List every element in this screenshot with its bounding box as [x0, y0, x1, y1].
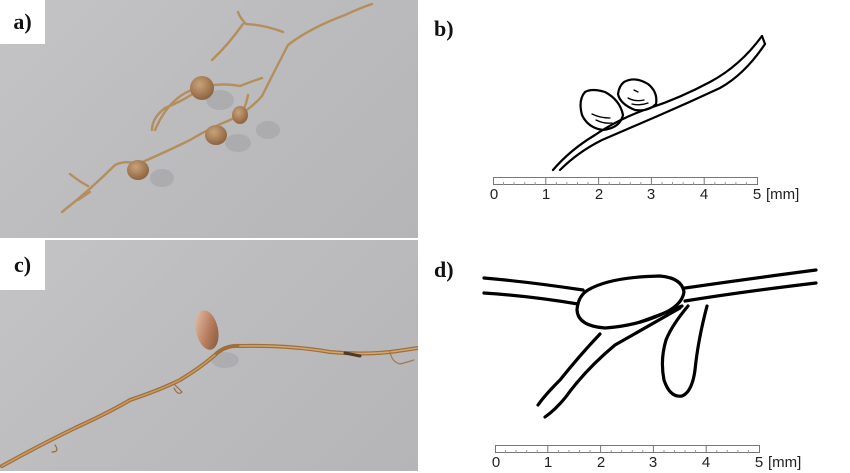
panel-label-a: a) [0, 0, 45, 44]
panel-label-b: b) [434, 16, 454, 41]
scale-tick-4: 4 [701, 454, 711, 471]
panel-d-drawing: d) 0 [420, 240, 850, 471]
scale-tick-0: 0 [491, 454, 501, 471]
scale-tick-5: 5 [754, 454, 764, 471]
root-nodules-drawing-b [551, 34, 767, 172]
root-nodules-photo-a [60, 2, 374, 214]
scale-bar-ruler [493, 177, 758, 185]
scale-bar-d: 0 1 2 3 4 5 [mm] [491, 443, 835, 473]
scale-tick-2: 2 [596, 454, 606, 471]
panel-label-c: c) [0, 240, 45, 290]
scale-bar-b: 0 1 2 3 4 5 [mm] [489, 175, 833, 205]
scale-tick-3: 3 [648, 454, 658, 471]
scale-tick-1: 1 [541, 186, 551, 203]
panel-b-drawing: b) [420, 0, 850, 238]
scale-tick-0: 0 [489, 186, 499, 203]
root-nodules-drawing-d [482, 268, 818, 419]
root-nodule-photo-c [0, 310, 418, 468]
panel-a-photo: a) [0, 0, 418, 238]
scale-bar-ruler [495, 445, 760, 453]
scale-tick-4: 4 [699, 186, 709, 203]
scale-tick-5: 5 [752, 186, 762, 203]
panel-c-photo: c) [0, 240, 418, 471]
scale-tick-1: 1 [543, 454, 553, 471]
scale-tick-3: 3 [646, 186, 656, 203]
scale-unit: [mm] [768, 454, 802, 471]
scale-unit: [mm] [766, 186, 800, 203]
panel-label-d: d) [434, 257, 454, 282]
scale-tick-2: 2 [594, 186, 604, 203]
